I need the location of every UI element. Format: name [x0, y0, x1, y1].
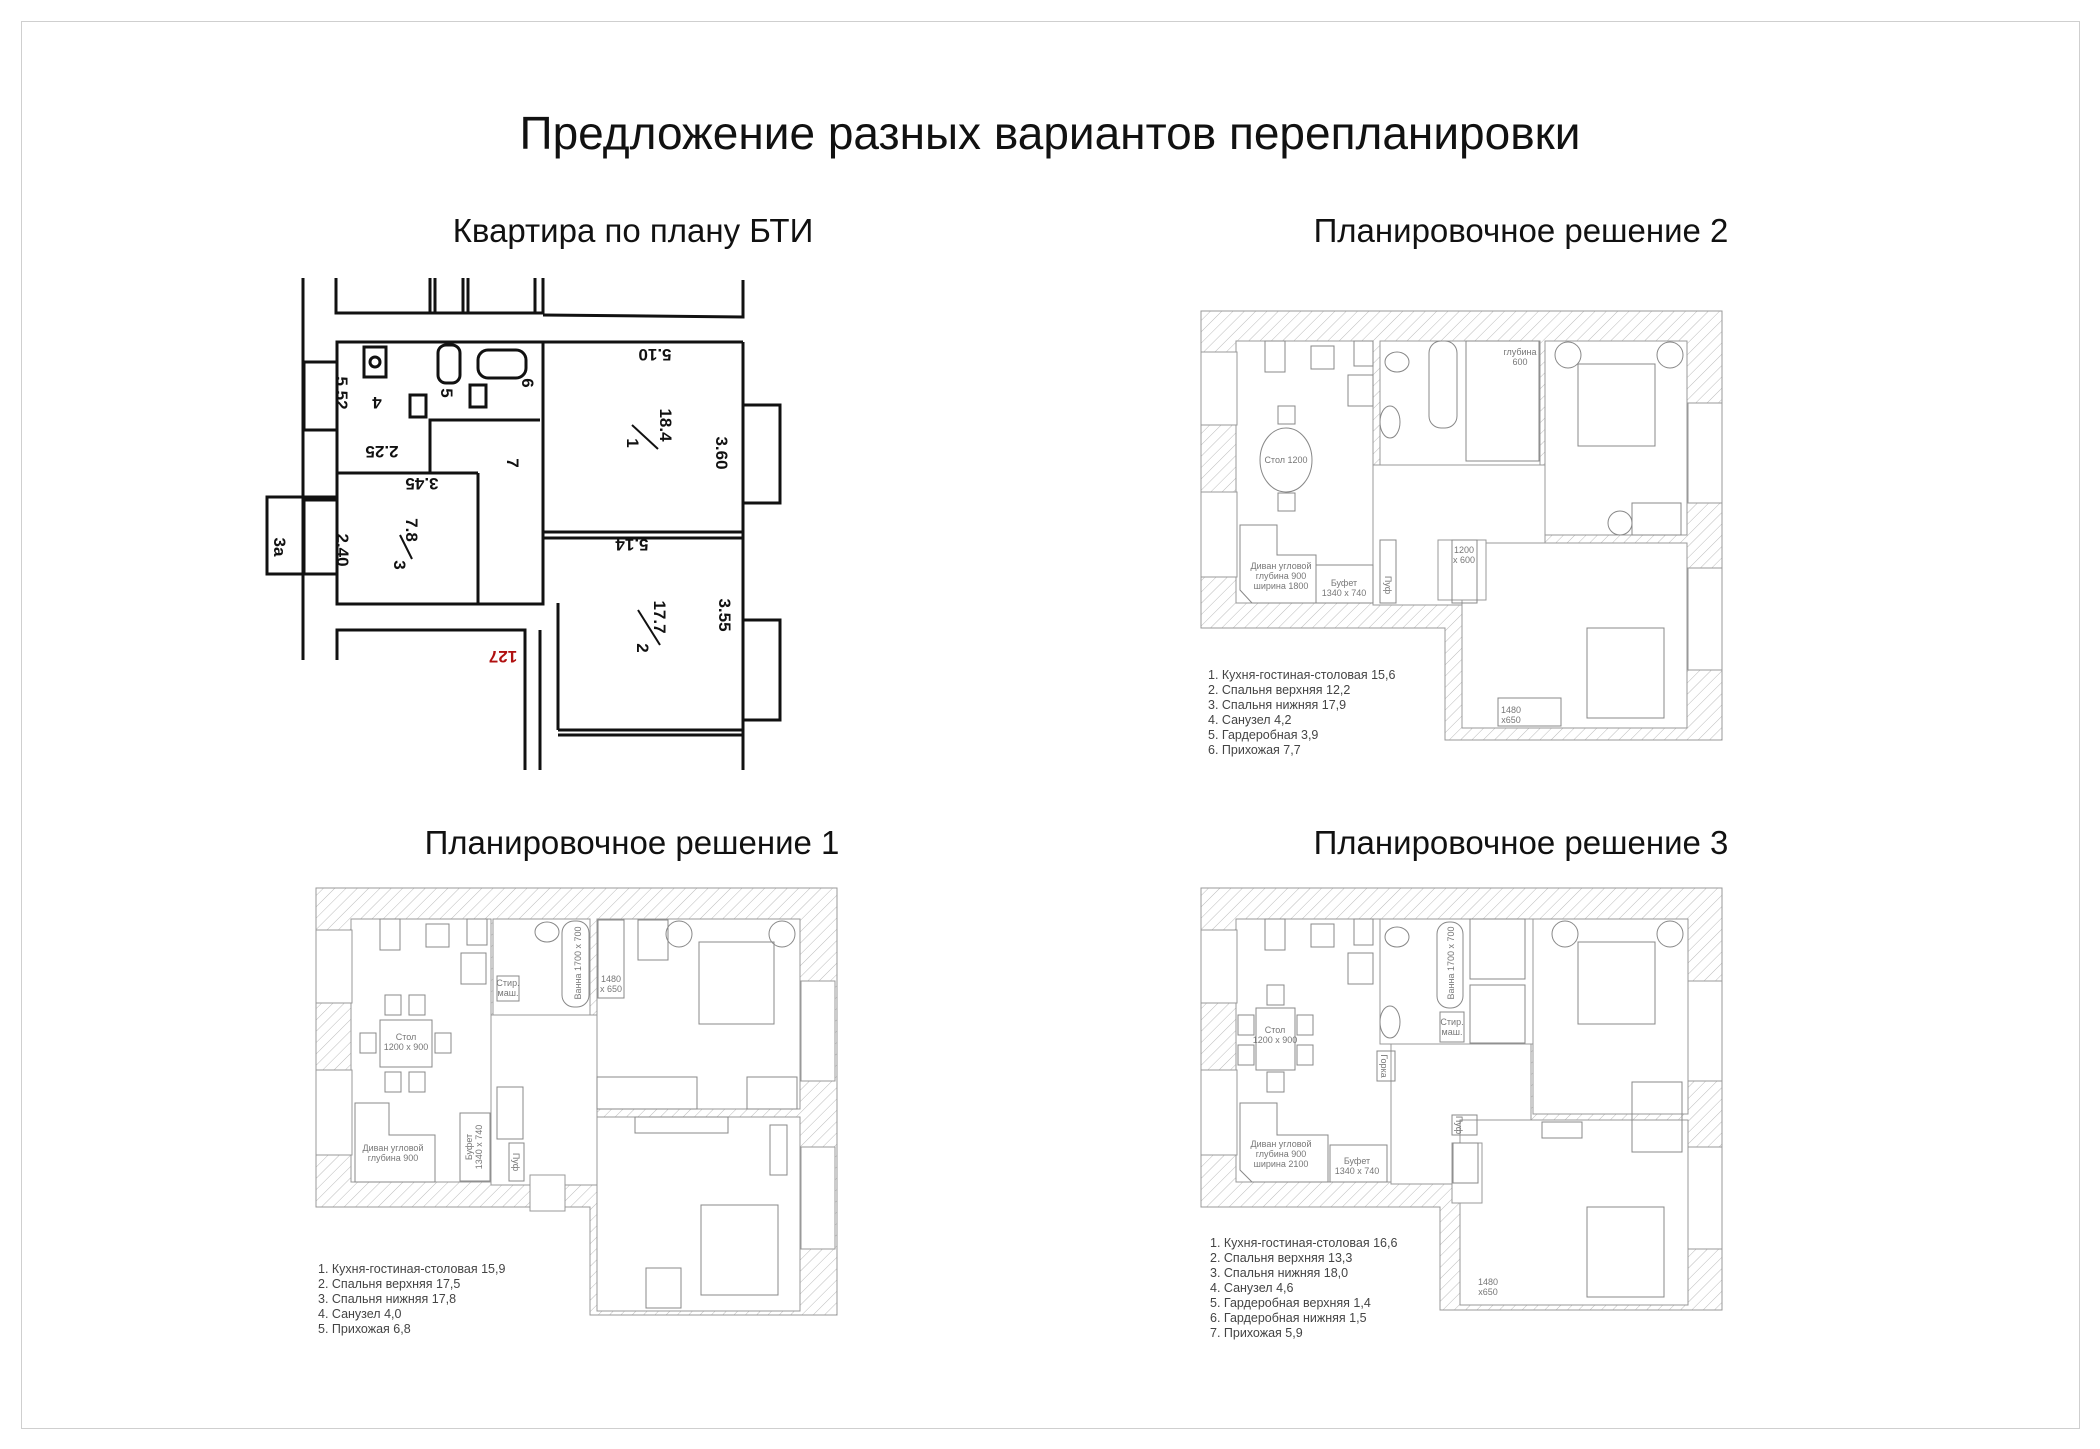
plan2-depth-label-1: глубина [1503, 347, 1536, 357]
bti-dim-510: 5.10 [638, 345, 671, 364]
legend-item: 7. Прихожая 5,9 [1210, 1326, 1303, 1340]
bti-room3-number: 3 [390, 560, 409, 569]
plan1-pouf-label: Пуф [511, 1153, 521, 1172]
plan1-floor-plan: Стол 1200 x 900 Диван угловой глубина 90… [315, 887, 838, 1316]
plan3-table-label: Стол [1265, 1025, 1286, 1035]
bti-dim-240: 2.40 [333, 533, 352, 566]
legend-item: 1. Кухня-гостиная-столовая 15,9 [318, 1262, 506, 1276]
bti-room2-area: 17.7 [650, 600, 669, 633]
plan1-sofa-label-2: глубина 900 [368, 1153, 419, 1163]
plan2-floor-plan: Стол 1200 Диван угловой глубина 900 шири… [1200, 310, 1723, 741]
legend-item: 5. Гардеробная верхняя 1,4 [1210, 1296, 1371, 1310]
legend-item: 2. Спальня верхняя 12,2 [1208, 683, 1351, 697]
plan3-buffet-size: 1340 x 740 [1335, 1166, 1380, 1176]
legend-item: 3. Спальня нижняя 18,0 [1210, 1266, 1349, 1280]
plan2-closet-label-2: x 600 [1453, 555, 1475, 565]
plan3-buffet-label: Буфет [1344, 1156, 1370, 1166]
plan1-heading: Планировочное решение 1 [424, 824, 840, 861]
plan2-sofa-label-2: глубина 900 [1256, 571, 1307, 581]
bti-room1-area: 18.4 [656, 408, 675, 442]
legend-item: 3. Спальня нижняя 17,9 [1208, 698, 1347, 712]
bti-room7-number: 7 [503, 458, 522, 467]
plan3-room-legend: 1. Кухня-гостиная-столовая 16,6 2. Спаль… [1210, 1236, 1397, 1341]
plan2-table-label: Стол 1200 [1264, 455, 1307, 465]
bti-dim-514: 5.14 [615, 535, 649, 554]
plan1-buffet-label: Буфет [464, 1134, 474, 1160]
plan1-washer-label-2: маш. [498, 988, 519, 998]
bti-room3a: 3a [270, 538, 289, 557]
plan2-room-legend: 1. Кухня-гостиная-столовая 15,6 2. Спаль… [1208, 668, 1395, 758]
bti-room5-number: 5 [437, 388, 456, 397]
plan1-table-label: Стол [396, 1032, 417, 1042]
plan1-wardrobe-label-2: x 650 [600, 984, 622, 994]
bti-room3-area: 7.8 [402, 518, 421, 542]
bti-dim-360: 3.60 [712, 436, 731, 469]
plan2-depth-label-2: 600 [1512, 357, 1527, 367]
bti-dim-355: 3.55 [715, 598, 734, 631]
plan3-table-size: 1200 x 900 [1253, 1035, 1298, 1045]
plan2-buffet-label: Буфет [1331, 578, 1357, 588]
bti-floor-plan: 5.10 18.4 1 3.60 5.52 4 2.25 3.45 7 5 6 … [265, 278, 782, 770]
plan1-washer-label-1: Стир. [496, 978, 519, 988]
plan1-wardrobe-label-1: 1480 [601, 974, 621, 984]
plan3-sofa-label-2: глубина 900 [1256, 1149, 1307, 1159]
legend-item: 6. Гардеробная нижняя 1,5 [1210, 1311, 1367, 1325]
plan1-buffet-size: 1340 x 740 [474, 1125, 484, 1170]
plan1-sofa-label-1: Диван угловой [363, 1143, 424, 1153]
plan3-washer-label-1: Стир. [1440, 1017, 1463, 1027]
plan1-room-legend: 1. Кухня-гостиная-столовая 15,9 2. Спаль… [318, 1262, 505, 1337]
plan3-washer-label-2: маш. [1442, 1027, 1463, 1037]
plan1-bath-label: Ванна 1700 x 700 [573, 927, 583, 1000]
page-frame [21, 21, 2080, 1429]
plan3-sofa-label-3: ширина 2100 [1254, 1159, 1309, 1169]
bti-room1-number: 1 [623, 438, 642, 447]
bti-dim-552: 5.52 [332, 376, 351, 409]
legend-item: 2. Спальня верхняя 13,3 [1210, 1251, 1353, 1265]
legend-item: 5. Прихожая 6,8 [318, 1322, 411, 1336]
bti-dim-225: 2.25 [365, 442, 398, 461]
legend-item: 2. Спальня верхняя 17,5 [318, 1277, 461, 1291]
plan3-sofa-label-1: Диван угловой [1251, 1139, 1312, 1149]
legend-item: 4. Санузел 4,6 [1210, 1281, 1294, 1295]
plan2-sofa-label-3: ширина 1800 [1254, 581, 1309, 591]
bti-room4-number: 4 [372, 393, 382, 412]
legend-item: 1. Кухня-гостиная-столовая 16,6 [1210, 1236, 1398, 1250]
legend-item: 1. Кухня-гостиная-столовая 15,6 [1208, 668, 1396, 682]
bti-room6-number: 6 [518, 378, 537, 387]
plan3-bath-label: Ванна 1700 x 700 [1446, 927, 1456, 1000]
plan3-gorka-label: Горка [1379, 1054, 1389, 1077]
plan2-buffet-size: 1340 x 740 [1322, 588, 1367, 598]
bti-heading: Квартира по плану БТИ [452, 212, 814, 249]
plan3-floor-plan: Стол 1200 x 900 Диван угловой глубина 90… [1200, 887, 1723, 1311]
plan2-heading: Планировочное решение 2 [1313, 212, 1729, 249]
plan2-sofa-label-1: Диван угловой [1251, 561, 1312, 571]
plan3-heading: Планировочное решение 3 [1313, 824, 1729, 861]
page-title: Предложение разных вариантов перепланиро… [519, 107, 1581, 159]
plan3-wardrobe-label-2: x650 [1478, 1287, 1498, 1297]
plan3-wardrobe-label-1: 1480 [1478, 1277, 1498, 1287]
plan2-pouf-label: Пуф [1383, 576, 1393, 595]
bti-dim-345: 3.45 [405, 474, 438, 493]
bti-apartment-number: 127 [489, 647, 517, 666]
legend-item: 5. Гардеробная 3,9 [1208, 728, 1319, 742]
legend-item: 6. Прихожая 7,7 [1208, 743, 1301, 757]
plan1-table-size: 1200 x 900 [384, 1042, 429, 1052]
plan2-closet-label-1: 1200 [1454, 545, 1474, 555]
legend-item: 4. Санузел 4,2 [1208, 713, 1292, 727]
legend-item: 4. Санузел 4,0 [318, 1307, 402, 1321]
plan2-wardrobe-label-1: 1480 [1501, 705, 1521, 715]
plan3-pouf-label: Пуф [1454, 1116, 1464, 1135]
plan2-wardrobe-label-2: x650 [1501, 715, 1521, 725]
legend-item: 3. Спальня нижняя 17,8 [318, 1292, 457, 1306]
bti-room2-number: 2 [633, 643, 652, 652]
